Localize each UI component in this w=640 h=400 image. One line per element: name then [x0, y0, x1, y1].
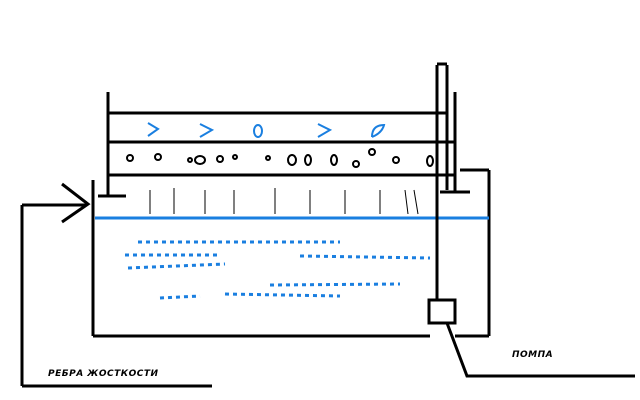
pump-assembly — [427, 118, 635, 378]
stiffening-ribs-label: РЕБРА ЖОСТКОСТИ — [48, 369, 159, 379]
pump-label: ПОМПА — [512, 350, 554, 360]
filter-frame — [98, 62, 470, 198]
water-spray — [125, 240, 431, 300]
stiffening-ribs-pointer — [20, 182, 212, 388]
drip-lines — [149, 188, 419, 215]
media-top-arrows — [147, 122, 386, 138]
media-bubbles — [126, 148, 434, 168]
pump-icon — [427, 298, 457, 325]
tank — [91, 168, 491, 338]
